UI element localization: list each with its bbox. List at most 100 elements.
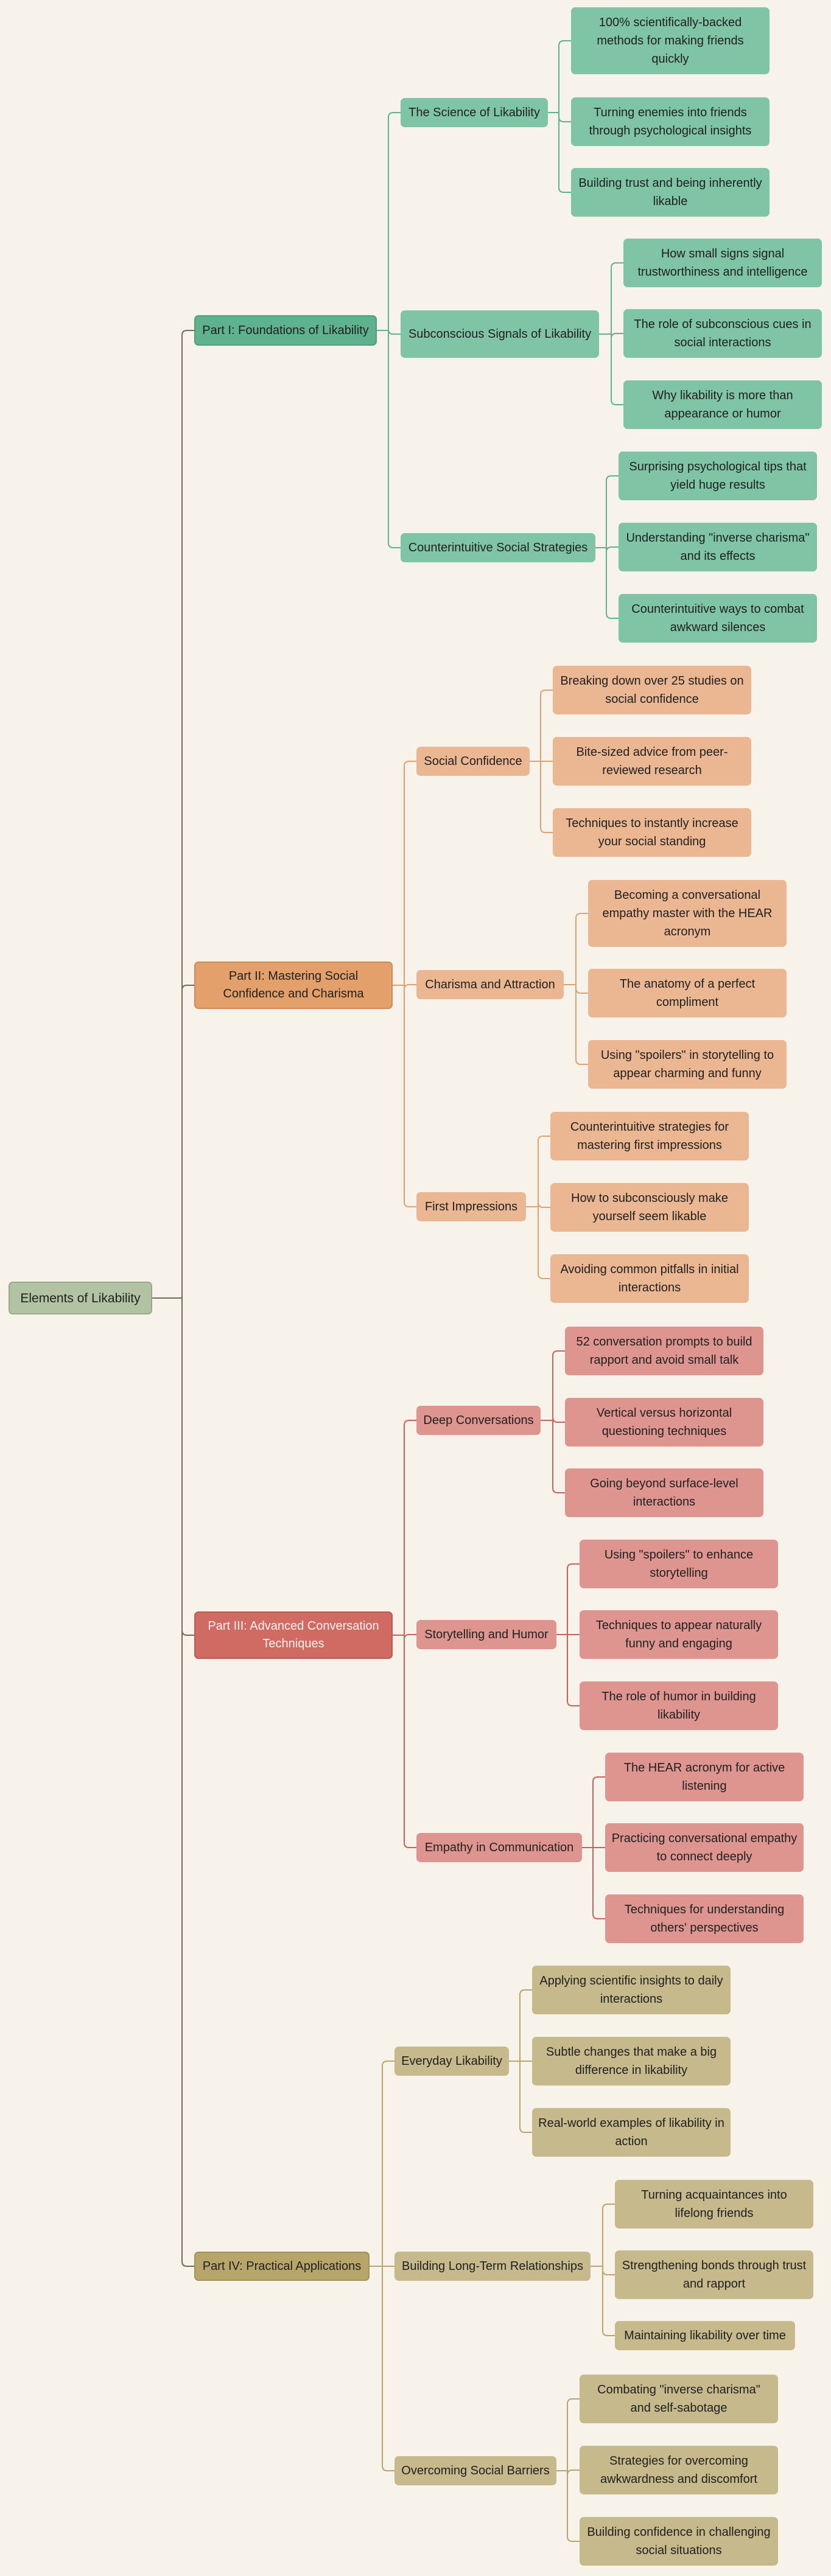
connector-line <box>552 1350 565 1420</box>
item-2-1-3: Techniques to instantly increase your so… <box>553 808 751 857</box>
item-4-1-2: Subtle changes that make a big differenc… <box>532 2037 731 2086</box>
item-3-3-1: The HEAR acronym for active listening <box>605 1753 804 1801</box>
connector-line <box>538 1202 550 1208</box>
topic-1-1-node: The Science of Likability <box>401 98 548 127</box>
item-3-2-1: Using "spoilers" to enhance storytelling <box>580 1540 778 1588</box>
connector-line <box>602 2266 615 2336</box>
connector-line <box>606 475 619 548</box>
connector-line <box>519 1989 532 2061</box>
item-4-2-2: Strengthening bonds through trust and ra… <box>615 2250 813 2299</box>
connector-line <box>558 113 571 193</box>
connector-line <box>538 1136 550 1207</box>
item-2-1-1: Breaking down over 25 studies on social … <box>553 666 751 714</box>
topic-1-2-connectors <box>599 262 623 405</box>
item-2-2-2: The anatomy of a perfect compliment <box>588 969 787 1017</box>
item-4-1-1: Applying scientific insights to daily in… <box>532 1966 731 2014</box>
connector-line <box>540 689 553 761</box>
item-3-1-3: Going beyond surface-level interactions <box>565 1468 763 1517</box>
connector-line <box>388 329 401 335</box>
connector-line <box>404 1634 416 1640</box>
connector-line <box>567 2470 580 2476</box>
connector-line <box>538 1207 550 1279</box>
connector-line <box>567 2471 580 2542</box>
topic-4-3-connectors <box>556 2398 580 2542</box>
connector-line <box>575 913 588 985</box>
connector-line <box>181 985 194 1298</box>
topic-4-1-connectors <box>509 1989 532 2133</box>
connector-line <box>388 330 401 548</box>
item-1-1-2: Turning enemies into friends through psy… <box>571 97 770 146</box>
part-4-node: Part IV: Practical Applications <box>194 2252 370 2281</box>
connector-line <box>382 2061 394 2266</box>
topic-2-3-connectors <box>526 1136 550 1279</box>
item-1-3-3: Counterintuitive ways to combat awkward … <box>619 594 817 643</box>
connector-line <box>602 2204 615 2266</box>
item-3-3-2: Practicing conversational empathy to con… <box>605 1823 804 1872</box>
part-4-connectors <box>370 2061 394 2471</box>
item-3-1-1: 52 conversation prompts to build rapport… <box>565 1327 763 1375</box>
topic-3-1-node: Deep Conversations <box>416 1406 541 1435</box>
topic-2-2-node: Charisma and Attraction <box>416 970 564 999</box>
connector-line <box>519 2061 532 2133</box>
item-1-3-2: Understanding "inverse charisma" and its… <box>619 523 817 571</box>
topic-1-3-connectors <box>595 475 619 619</box>
item-1-2-3: Why likability is more than appearance o… <box>623 380 822 429</box>
part-3-node: Part III: Advanced Conversation Techniqu… <box>194 1611 393 1659</box>
connector-line <box>404 985 416 1207</box>
topic-1-2-node: Subconscious Signals of Likability <box>401 310 599 358</box>
item-3-2-2: Techniques to appear naturally funny and… <box>580 1610 778 1659</box>
connector-line <box>575 985 588 994</box>
topic-3-3-node: Empathy in Communication <box>416 1833 582 1862</box>
item-4-1-3: Real-world examples of likability in act… <box>532 2108 731 2157</box>
item-2-2-3: Using "spoilers" in storytelling to appe… <box>588 1040 787 1089</box>
connector-line <box>181 1298 194 1636</box>
topic-3-2-node: Storytelling and Humor <box>416 1620 556 1649</box>
topic-3-1-connectors <box>541 1350 565 1493</box>
connector-line <box>606 548 619 619</box>
connector-line <box>611 262 623 334</box>
connector-line <box>404 1420 416 1635</box>
connector-line <box>552 1420 565 1493</box>
connector-line <box>602 2266 615 2275</box>
topic-4-2-node: Building Long-Term Relationships <box>394 2252 591 2281</box>
connector-line <box>611 333 623 339</box>
item-4-3-1: Combating "inverse charisma" and self-sa… <box>580 2375 778 2423</box>
connector-line <box>575 985 588 1065</box>
connector-line <box>592 1848 605 1919</box>
topic-1-1-connectors <box>548 40 571 193</box>
connector-line <box>388 112 401 330</box>
topic-1-3-node: Counterintuitive Social Strategies <box>401 533 595 562</box>
connector-line <box>181 1298 194 2267</box>
topic-2-1-node: Social Confidence <box>416 747 530 776</box>
item-1-3-1: Surprising psychological tips that yield… <box>619 452 817 500</box>
item-4-2-3: Maintaining likability over time <box>615 2321 795 2350</box>
connector-line <box>552 1417 565 1423</box>
connector-line <box>567 1563 580 1635</box>
item-2-3-3: Avoiding common pitfalls in initial inte… <box>550 1254 749 1303</box>
part-2-node: Part II: Mastering Social Confidence and… <box>194 962 393 1009</box>
item-3-2-3: The role of humor in building likability <box>580 1681 778 1730</box>
item-3-1-2: Vertical versus horizontal questioning t… <box>565 1398 763 1447</box>
connector-line <box>558 113 571 122</box>
topic-2-3-node: First Impressions <box>416 1192 526 1221</box>
connector-line <box>404 984 416 990</box>
topic-4-1-node: Everyday Likability <box>394 2047 509 2076</box>
item-1-1-3: Building trust and being inherently lika… <box>571 168 770 217</box>
part-3-connectors <box>393 1420 416 1848</box>
connector-line <box>567 2398 580 2471</box>
item-2-3-1: Counterintuitive strategies for masterin… <box>550 1112 749 1161</box>
connector-line <box>404 1635 416 1848</box>
topic-4-3-node: Overcoming Social Barriers <box>394 2456 556 2485</box>
item-4-2-1: Turning acquaintances into lifelong frie… <box>615 2180 813 2229</box>
item-2-3-2: How to subconsciously make yourself seem… <box>550 1183 749 1232</box>
connector-line <box>181 330 194 1298</box>
connector-line <box>592 1776 605 1848</box>
root-connectors <box>152 330 194 2267</box>
topic-4-2-connectors <box>591 2204 615 2336</box>
connector-line <box>606 546 619 553</box>
item-2-2-1: Becoming a conversational empathy master… <box>588 880 787 947</box>
topic-3-2-connectors <box>556 1563 580 1706</box>
topic-2-1-connectors <box>530 689 553 833</box>
